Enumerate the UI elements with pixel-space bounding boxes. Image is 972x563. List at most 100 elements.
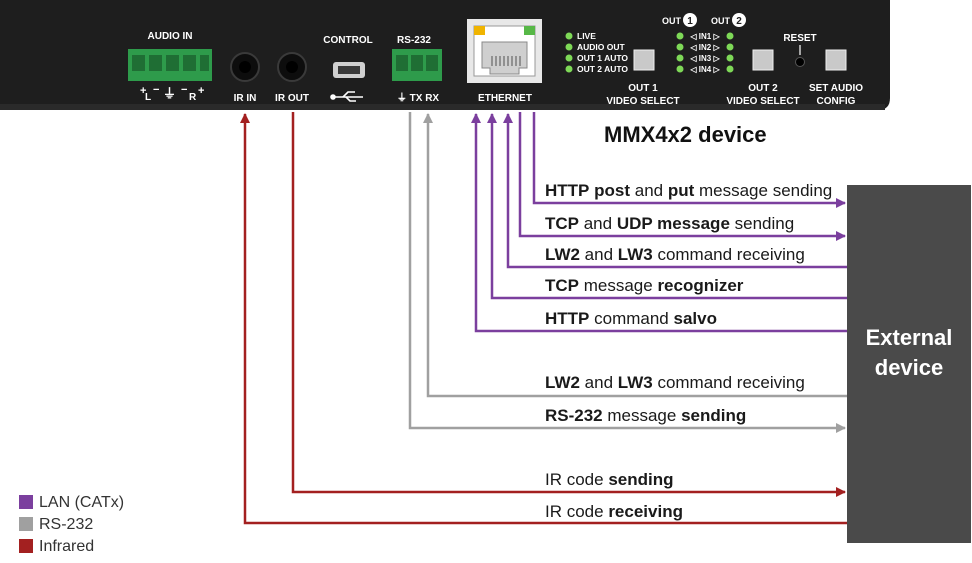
out-label: OUT: [711, 16, 731, 26]
input-label: ◁ IN1 ▷: [689, 32, 720, 41]
message-label: LW2 and LW3 command receiving: [545, 373, 805, 392]
message-label: RS-232 message sending: [545, 406, 746, 425]
message-label-part: and: [580, 373, 618, 392]
legend-label: RS-232: [39, 516, 93, 533]
ir-line-send: [291, 112, 846, 497]
rs232-connections: [408, 112, 847, 433]
input-label: ◁ IN3 ▷: [689, 54, 720, 63]
message-label-part: UDP message: [617, 214, 730, 233]
audio-in-connector: [128, 49, 212, 81]
message-label-part: and: [579, 214, 617, 233]
set-audio-config-button[interactable]: [825, 49, 847, 71]
audio-pin: ⏚: [163, 86, 176, 101]
message-label-part: TCP: [545, 214, 579, 233]
legend-swatch: [19, 495, 33, 509]
audio-in-label: AUDIO IN: [148, 31, 193, 42]
ir-out-label: IR OUT: [275, 93, 309, 104]
device-panel: [0, 0, 890, 110]
external-device-label: External: [866, 325, 953, 350]
out-label: OUT: [662, 16, 682, 26]
legend-label: LAN (CATx): [39, 494, 124, 511]
out2-badge: [732, 13, 746, 27]
message-label-part: LW3: [618, 373, 653, 392]
out2-badge-num: 2: [736, 16, 742, 27]
out2-label: OUT 2: [748, 83, 778, 94]
message-label-part: salvo: [673, 309, 716, 328]
usb-port: [333, 62, 365, 78]
message-label: TCP message recognizer: [545, 276, 744, 295]
message-label-part: sending: [681, 406, 746, 425]
input-leds: ◁ IN1 ▷ ◁ IN2 ▷ ◁ IN3 ▷ ◁ IN4 ▷: [676, 32, 734, 74]
ethernet-port: [467, 19, 542, 83]
message-label-part: command receiving: [653, 245, 805, 264]
message-label-part: receiving: [608, 502, 683, 521]
rs232-pin-labels: ⏚ TX RX: [397, 92, 440, 104]
message-label-part: and: [580, 245, 618, 264]
message-label: TCP and UDP message sending: [545, 214, 794, 233]
message-label-part: LW2: [545, 245, 580, 264]
config-label: CONFIG: [817, 96, 856, 107]
message-label: HTTP post and put message sending: [545, 181, 832, 200]
message-label-part: TCP: [545, 276, 579, 295]
audio-pin: +: [140, 85, 146, 97]
lan-line-tcp-udp: [518, 112, 846, 241]
lan-line-lw-receive: [503, 113, 847, 269]
rs232-connector: [392, 49, 442, 81]
out2-select-button[interactable]: [752, 49, 774, 71]
device-title: MMX4x2 device: [604, 122, 767, 147]
message-label-part: post: [594, 181, 630, 200]
message-label-part: command receiving: [653, 373, 805, 392]
audio-pin: L: [145, 92, 151, 103]
rs232-label: RS-232: [397, 35, 431, 46]
message-label-part: HTTP: [545, 181, 589, 200]
out1-video-select-label: VIDEO SELECT: [606, 96, 679, 107]
legend-label: Infrared: [39, 538, 94, 555]
out1-badge: [683, 13, 697, 27]
message-label-part: LW2: [545, 373, 580, 392]
out1-badge-num: 1: [687, 16, 693, 27]
audio-pin: +: [198, 85, 204, 97]
ir-connections: [240, 112, 847, 525]
led-label: AUDIO OUT: [577, 42, 626, 52]
message-label-part: IR code: [545, 502, 608, 521]
message-label-part: message sending: [694, 181, 832, 200]
lan-line-tcp-recognizer: [487, 113, 847, 300]
input-label: ◁ IN2 ▷: [689, 43, 720, 52]
out1-select-button[interactable]: [633, 49, 655, 71]
message-label-part: LW3: [618, 245, 653, 264]
message-label: HTTP command salvo: [545, 309, 717, 328]
message-label-part: RS-232: [545, 406, 603, 425]
lan-connections: [471, 112, 847, 333]
input-label: ◁ IN4 ▷: [689, 65, 720, 74]
led-label: OUT 2 AUTO: [577, 64, 628, 74]
message-label-part: put: [668, 181, 695, 200]
rs232-line-lw-receive: [423, 113, 847, 398]
lan-line-http-salvo: [471, 113, 847, 333]
reset-button[interactable]: [795, 57, 805, 67]
control-label: CONTROL: [323, 35, 372, 46]
ir-in-label: IR IN: [234, 93, 257, 104]
out2-video-select-label: VIDEO SELECT: [726, 96, 799, 107]
message-label-part: HTTP: [545, 309, 589, 328]
usb-icon: [330, 91, 363, 102]
status-leds: LIVE AUDIO OUT OUT 1 AUTO OUT 2 AUTO: [565, 31, 628, 74]
lan-line-http-post-put: [532, 112, 846, 208]
message-label-part: command: [589, 309, 673, 328]
message-label: LW2 and LW3 command receiving: [545, 245, 805, 264]
external-device-label: device: [875, 355, 944, 380]
message-label-part: sending: [608, 470, 673, 489]
message-label: IR code sending: [545, 470, 673, 489]
legend-swatch: [19, 517, 33, 531]
message-label-part: message: [603, 406, 681, 425]
message-label-part: recognizer: [657, 276, 743, 295]
led-label: LIVE: [577, 31, 596, 41]
external-device-box: [847, 185, 971, 543]
audio-pin: −: [181, 84, 187, 96]
audio-pin-labels: + L − ⏚ − R +: [140, 84, 204, 103]
led-label: OUT 1 AUTO: [577, 53, 628, 63]
audio-pin: R: [189, 92, 197, 103]
ethernet-label: ETHERNET: [478, 93, 532, 104]
